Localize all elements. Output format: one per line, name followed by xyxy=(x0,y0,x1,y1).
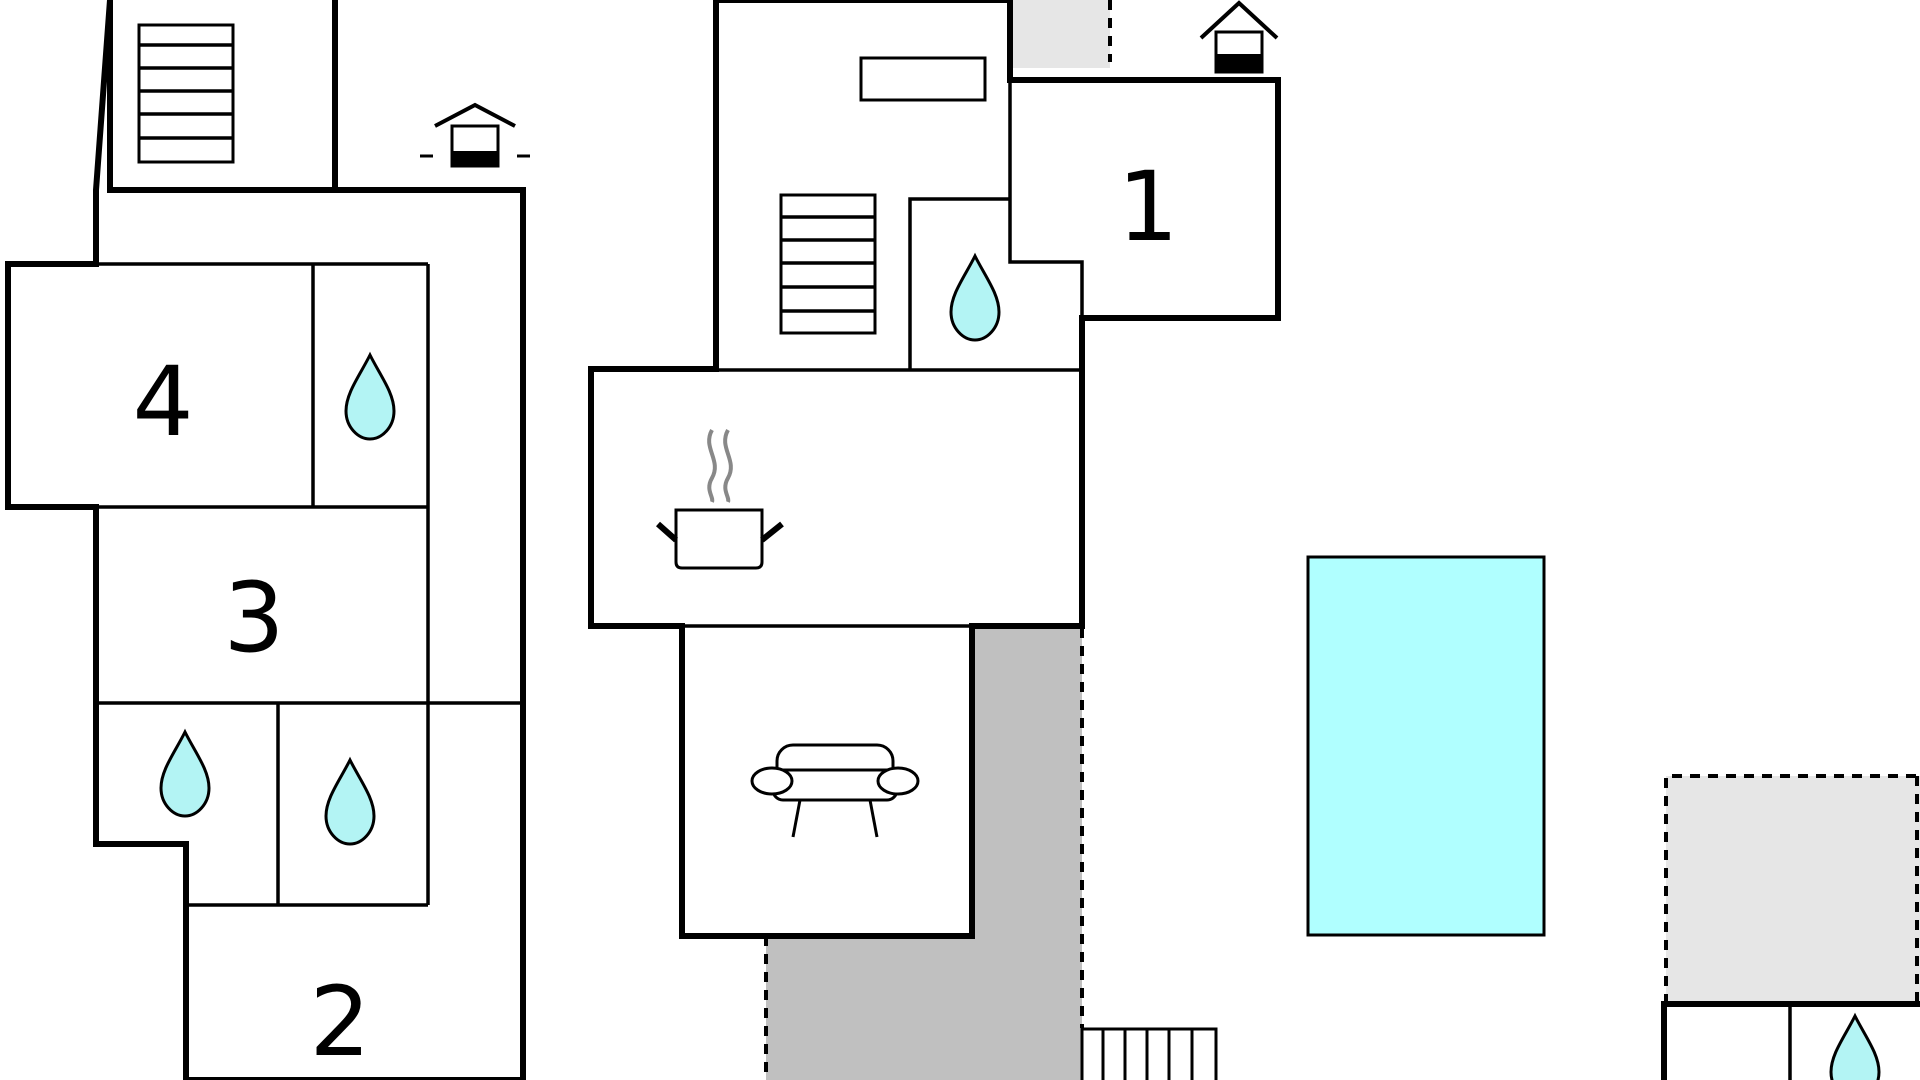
railing xyxy=(1080,1027,1218,1080)
left-building-outline xyxy=(5,0,526,1080)
staircase-icon xyxy=(137,23,235,164)
middle-building-outline xyxy=(588,0,1281,939)
top-window xyxy=(859,56,987,102)
room-number-2: 2 xyxy=(309,966,370,1078)
staircase-icon xyxy=(779,193,877,335)
house-entrance-icon xyxy=(420,102,530,168)
room-number-4: 4 xyxy=(132,346,193,458)
room-number-1: 1 xyxy=(1117,151,1178,263)
house-entrance-icon xyxy=(1199,0,1279,74)
terrace xyxy=(766,628,1082,1080)
covered-area-right xyxy=(1666,776,1920,1004)
water-drop-icon xyxy=(1829,1014,1881,1080)
cooking-pot-icon xyxy=(656,429,784,570)
room-number-3: 3 xyxy=(223,562,284,674)
sofa-icon xyxy=(750,743,920,838)
swimming-pool xyxy=(1306,555,1546,937)
right-building-outline xyxy=(1661,1001,1920,1080)
